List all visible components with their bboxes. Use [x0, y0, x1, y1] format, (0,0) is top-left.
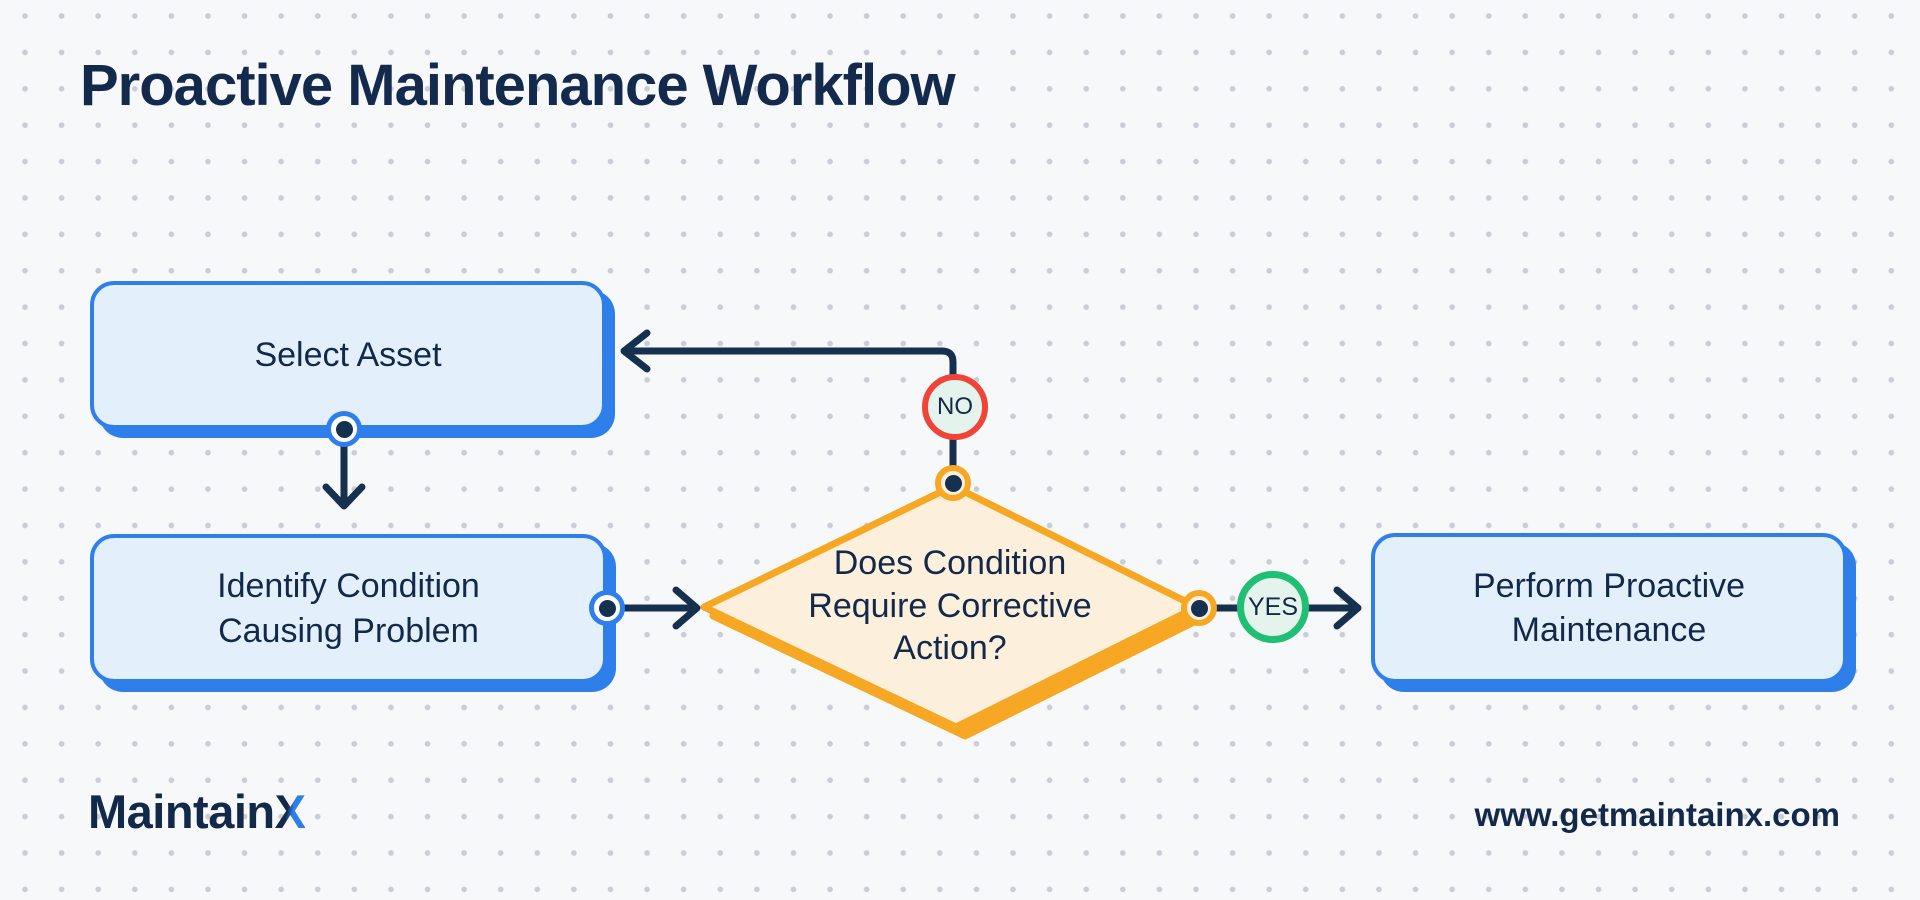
logo-x-icon: X	[274, 785, 306, 838]
edge-label-no-text: NO	[937, 393, 973, 420]
arrow-no-return	[622, 347, 957, 482]
edge-label-no-badge: NO	[922, 374, 988, 440]
connector-pin-icon	[944, 474, 962, 492]
arrowhead-down-icon	[322, 483, 366, 510]
node-perform-maintenance-label: Perform Proactive Maintenance	[1472, 566, 1746, 649]
arrowhead-left-icon	[620, 329, 651, 373]
logo-maintain-text: Maintain	[88, 785, 275, 838]
decision-diamond	[700, 482, 1210, 740]
edge-label-yes-text: YES	[1247, 592, 1299, 621]
website-url: www.getmaintainx.com	[1474, 796, 1840, 833]
node-decision-label: Does Condition Require Corrective Action…	[808, 544, 1092, 667]
node-select-asset: Select Asset	[90, 281, 606, 429]
maintainx-logo: MaintainX	[88, 784, 306, 839]
arrowhead-right2-icon	[1333, 586, 1362, 630]
connector-pin-icon	[335, 420, 353, 438]
connector-dot-icon	[326, 411, 362, 447]
node-identify-condition: Identify Condition Causing Problem	[90, 534, 607, 683]
decision-diamond-shape	[700, 482, 1201, 731]
connector-dot-icon	[1181, 590, 1217, 626]
connector-dot-icon	[935, 465, 971, 501]
connector-pin-icon	[1190, 599, 1208, 617]
node-perform-maintenance: Perform Proactive Maintenance	[1371, 533, 1847, 683]
node-identify-condition-label: Identify Condition Causing Problem	[217, 567, 480, 650]
connector-dot-icon	[589, 590, 625, 626]
page-title: Proactive Maintenance Workflow	[80, 53, 956, 118]
node-select-asset-label: Select Asset	[254, 335, 442, 374]
edge-label-yes-badge: YES	[1237, 571, 1309, 643]
connector-pin-icon	[598, 599, 616, 617]
